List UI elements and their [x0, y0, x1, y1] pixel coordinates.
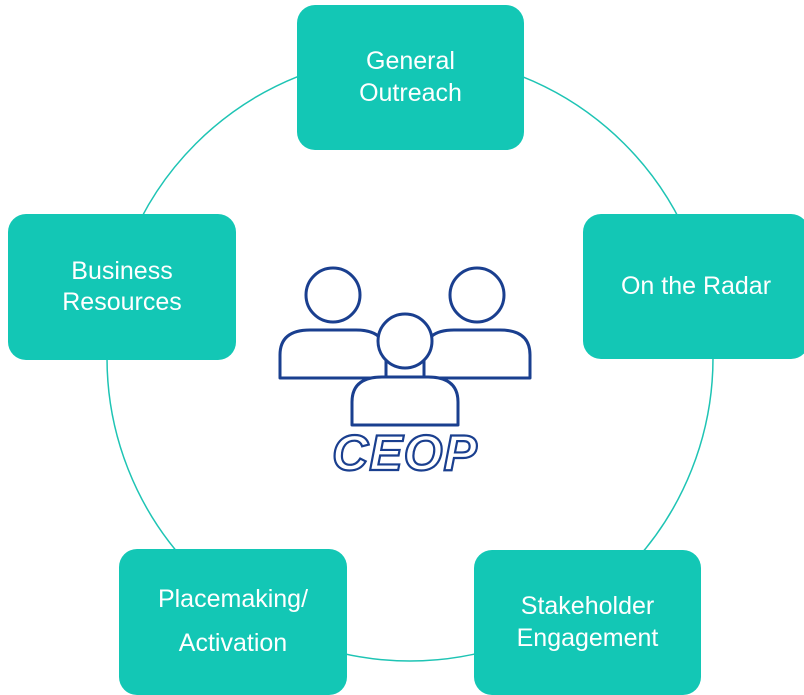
node-business-resources-label-line-2: Resources [62, 288, 182, 316]
node-placemaking-activation-label-line-2: Activation [178, 629, 288, 657]
center-title: CEOP [331, 425, 478, 481]
node-placemaking-activation-label-line-1: Placemaking/ [157, 585, 309, 614]
node-stakeholder-engagement: Stakeholder Engagement [474, 550, 701, 695]
node-on-the-radar-label: On the Radar [620, 271, 772, 300]
node-general-outreach-label-line-1: General [366, 47, 455, 76]
node-general-outreach-label-line-2: Outreach [359, 78, 462, 107]
node-on-the-radar: On the Radar [583, 214, 804, 359]
node-business-resources: Business Resources [8, 214, 236, 360]
node-placemaking-activation: Placemaking/ Activation [119, 549, 347, 695]
node-general-outreach: General Outreach [297, 5, 524, 150]
node-business-resources-label-line-1: Business [71, 256, 173, 285]
node-stakeholder-engagement-label-line-1: Stakeholder [520, 592, 655, 621]
people-group-icon [278, 266, 532, 427]
node-stakeholder-engagement-label-line-2: Engagement [516, 623, 659, 652]
